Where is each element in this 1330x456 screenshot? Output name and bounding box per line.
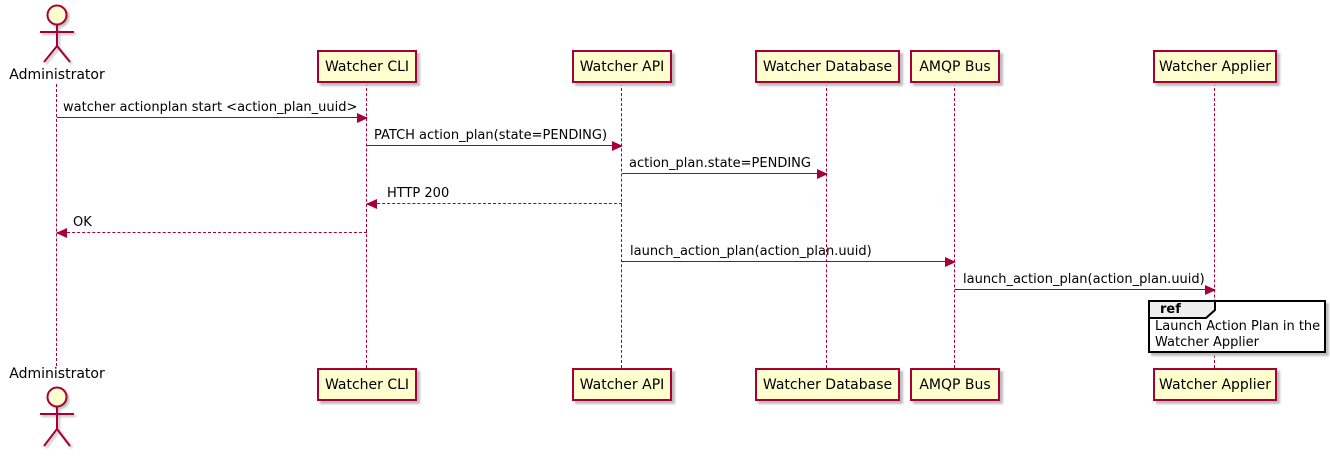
message-line [367, 203, 622, 204]
ref-text-line: Launch Action Plan in the [1155, 319, 1321, 334]
ref-text: Launch Action Plan in the Watcher Applie… [1155, 319, 1322, 351]
message-line [57, 232, 367, 233]
message-line [57, 117, 367, 118]
message-label: PATCH action_plan(state=PENDING) [374, 128, 608, 143]
participant-label: Watcher CLI [324, 58, 410, 75]
lifeline-watcher-database [826, 83, 827, 368]
participant-label: Watcher API [579, 58, 665, 75]
message-line [622, 261, 955, 262]
actor-figure-icon [40, 386, 74, 447]
message-patch-action-plan: PATCH action_plan(state=PENDING) [367, 128, 623, 151]
arrowhead-right-icon [357, 113, 368, 123]
message-line [367, 145, 622, 146]
lifeline-watcher-applier [1214, 83, 1215, 368]
message-label: watcher actionplan start <action_plan_uu… [63, 100, 358, 115]
ref-fragment: ref Launch Action Plan in the Watcher Ap… [1148, 300, 1326, 353]
participant-box-watcher-cli: Watcher CLI [317, 50, 417, 83]
message-label: launch_action_plan(action_plan.uuid) [963, 272, 1205, 287]
message-actionplan-start: watcher actionplan start <action_plan_uu… [57, 100, 368, 123]
message-label: HTTP 200 [387, 186, 450, 201]
ref-text-line: Watcher Applier [1155, 335, 1259, 350]
participant-box-watcher-database: Watcher Database [755, 50, 900, 83]
arrowhead-left-icon [366, 199, 377, 209]
participant-box-amqp-bus-bottom: AMQP Bus [910, 368, 1000, 401]
actor-label-bottom: Administrator [9, 366, 105, 382]
lifeline-administrator [56, 84, 57, 366]
participant-box-watcher-applier: Watcher Applier [1153, 50, 1277, 83]
actor-label-top: Administrator [9, 67, 105, 83]
message-label: launch_action_plan(action_plan.uuid) [630, 244, 872, 259]
participant-label: Watcher Applier [1159, 376, 1271, 393]
ref-keyword: ref [1160, 302, 1181, 317]
lifeline-watcher-api [621, 83, 622, 368]
participant-label: Watcher Database [762, 376, 893, 393]
participant-box-amqp-bus: AMQP Bus [910, 50, 1000, 83]
lifeline-amqp-bus [954, 83, 955, 368]
message-label: OK [73, 215, 92, 230]
message-line [622, 173, 827, 174]
lifeline-watcher-cli [366, 83, 367, 368]
participant-box-watcher-api: Watcher API [572, 50, 672, 83]
message-line [955, 289, 1215, 290]
participant-label: Watcher Database [762, 58, 893, 75]
message-http-200: HTTP 200 [366, 186, 622, 209]
participant-box-watcher-applier-bottom: Watcher Applier [1153, 368, 1277, 401]
message-label: action_plan.state=PENDING [629, 156, 811, 171]
ref-tab-icon [1148, 300, 1216, 319]
participant-label: Watcher CLI [324, 376, 410, 393]
participant-box-watcher-api-bottom: Watcher API [572, 368, 672, 401]
arrowhead-right-icon [945, 257, 956, 267]
actor-figure-icon [40, 4, 74, 63]
arrowhead-left-icon [56, 228, 67, 238]
participant-label: AMQP Bus [919, 58, 991, 75]
message-ok: OK [56, 215, 367, 238]
arrowhead-right-icon [612, 141, 623, 151]
participant-label: AMQP Bus [919, 376, 991, 393]
participant-box-watcher-cli-bottom: Watcher CLI [317, 368, 417, 401]
message-state-pending: action_plan.state=PENDING [622, 156, 828, 179]
message-launch-action-plan-api: launch_action_plan(action_plan.uuid) [622, 244, 956, 267]
participant-label: Watcher API [579, 376, 665, 393]
arrowhead-right-icon [817, 169, 828, 179]
message-launch-action-plan-amqp: launch_action_plan(action_plan.uuid) [955, 272, 1216, 295]
participant-box-watcher-database-bottom: Watcher Database [755, 368, 900, 401]
participant-label: Watcher Applier [1159, 58, 1271, 75]
arrowhead-right-icon [1205, 285, 1216, 295]
